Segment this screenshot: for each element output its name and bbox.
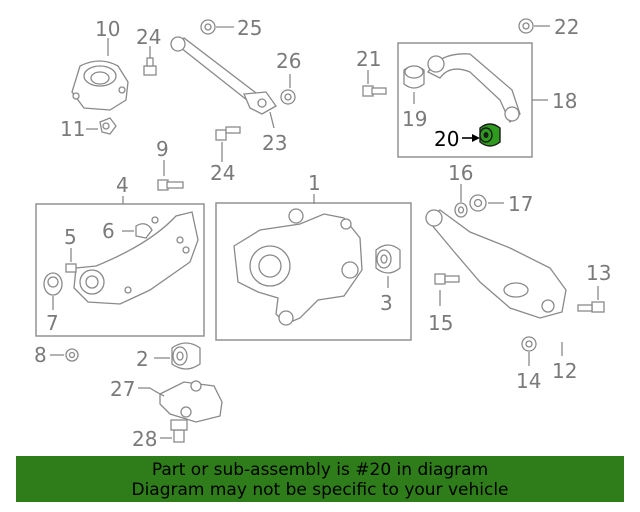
part-16-bushing[interactable] <box>454 202 468 218</box>
part-10-mount[interactable] <box>71 60 129 111</box>
part-18-upper-arm[interactable] <box>427 53 521 124</box>
part-22-nut[interactable] <box>518 18 534 34</box>
part-12-lower-arm[interactable] <box>425 209 567 319</box>
callout-24-top: 24 <box>136 25 161 49</box>
part-23-lateral-link[interactable] <box>170 36 277 115</box>
part-28-bolt[interactable] <box>170 419 188 443</box>
part-21-bolt[interactable] <box>362 85 387 97</box>
part-25-nut[interactable] <box>200 19 216 35</box>
callout-7: 7 <box>46 311 59 335</box>
group-box-4 <box>35 203 205 337</box>
part-11-clip[interactable] <box>99 117 117 135</box>
callout-9: 9 <box>156 137 169 161</box>
callout-4: 4 <box>116 173 129 197</box>
part-13-bolt[interactable] <box>577 301 605 313</box>
callout-16: 16 <box>448 161 473 185</box>
callout-26: 26 <box>276 49 301 73</box>
info-banner: Part or sub-assembly is #20 in diagram D… <box>16 456 624 502</box>
callout-19: 19 <box>402 107 427 131</box>
callout-12: 12 <box>552 359 577 383</box>
part-8-nut[interactable] <box>65 348 79 362</box>
part-7-bushing[interactable] <box>43 272 63 296</box>
part-14-nut[interactable] <box>521 336 537 352</box>
callout-23: 23 <box>262 131 287 155</box>
part-3-bushing[interactable] <box>375 244 401 274</box>
part-6-clip[interactable] <box>135 216 159 239</box>
callout-22: 22 <box>554 15 579 39</box>
part-19-bushing[interactable] <box>403 65 425 89</box>
part-24-bolt-lower[interactable] <box>215 126 241 141</box>
callout-20: 20 <box>434 127 459 151</box>
part-15-bolt[interactable] <box>434 273 460 285</box>
callout-15: 15 <box>428 311 453 335</box>
callout-6: 6 <box>102 219 115 243</box>
callout-13: 13 <box>586 261 611 285</box>
callout-5: 5 <box>64 225 77 249</box>
callout-1: 1 <box>308 171 321 195</box>
part-20-bushing-highlighted[interactable] <box>479 123 501 147</box>
part-9-bolt[interactable] <box>157 179 184 191</box>
callout-3: 3 <box>380 291 393 315</box>
callout-18: 18 <box>552 89 577 113</box>
parts-diagram: 10 11 24 25 23 26 24 <box>34 15 611 451</box>
callout-25: 25 <box>237 16 262 40</box>
callout-8: 8 <box>34 343 47 367</box>
part-27-bracket[interactable] <box>149 380 223 423</box>
callout-24-lower: 24 <box>210 161 235 185</box>
callout-21: 21 <box>356 47 381 71</box>
part-17-nut[interactable] <box>469 194 487 212</box>
callout-2: 2 <box>136 347 149 371</box>
part-1-knuckle[interactable] <box>233 208 363 326</box>
callout-28: 28 <box>132 427 157 451</box>
callout-27: 27 <box>110 377 135 401</box>
part-26-nut[interactable] <box>280 89 296 105</box>
callout-14: 14 <box>516 369 541 393</box>
callout-10: 10 <box>95 17 120 41</box>
banner-line-2: Diagram may not be specific to your vehi… <box>131 480 509 500</box>
callout-11: 11 <box>60 117 85 141</box>
part-24-bolt-top[interactable] <box>143 57 157 76</box>
part-5-bolt[interactable] <box>65 263 77 273</box>
part-4-trailing-arm[interactable] <box>73 211 199 305</box>
banner-line-1: Part or sub-assembly is #20 in diagram <box>151 460 489 480</box>
callout-17: 17 <box>508 192 533 216</box>
part-2-bushing[interactable] <box>171 342 201 370</box>
